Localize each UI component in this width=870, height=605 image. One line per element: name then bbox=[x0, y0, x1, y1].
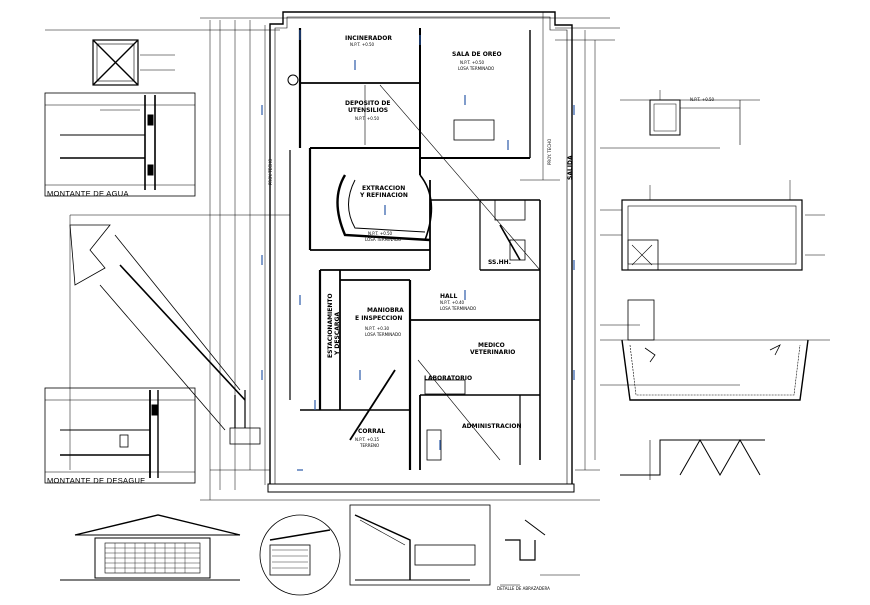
label-medico-2: VETERINARIO bbox=[470, 349, 515, 356]
room-labels: INCINERADOR N.P.T. +0.50 SALA DE OREO N.… bbox=[268, 35, 715, 448]
label-ss: SS.HH. bbox=[488, 259, 511, 266]
label-estacionamiento-2: Y DESCARGA bbox=[334, 312, 341, 356]
top-left-legend bbox=[92, 39, 175, 86]
label-corral-note: TERRENO bbox=[359, 443, 379, 448]
label-deposito-npt: N.P.T. +0.50 bbox=[355, 116, 380, 121]
montante-agua-title: MONTANTE DE AGUA bbox=[47, 189, 129, 198]
label-incinerador: INCINERADOR bbox=[345, 35, 392, 42]
bottom-section-detail bbox=[349, 504, 491, 586]
pipe-markers bbox=[261, 30, 575, 471]
label-sala-oreo-npt: N.P.T. +0.50 bbox=[460, 60, 485, 65]
label-medico-1: MEDICO bbox=[478, 342, 505, 349]
label-estacionamiento-1: ESTACIONAMIENTO bbox=[327, 293, 334, 358]
montante-desague-title: MONTANTE DE DESAGUE bbox=[47, 476, 146, 485]
right-tank-section bbox=[600, 299, 830, 401]
bottom-elevation bbox=[60, 514, 241, 581]
label-hall-npt: N.P.T. +0.40 bbox=[440, 300, 465, 305]
montante-desague-detail bbox=[44, 387, 196, 484]
label-deposito-2: UTENSILIOS bbox=[348, 107, 388, 114]
label-hall: HALL bbox=[440, 293, 457, 300]
label-maniobra-npt: N.P.T. +0.30 bbox=[365, 326, 390, 331]
label-maniobra-2: E INSPECCION bbox=[355, 315, 402, 322]
main-floor-plan bbox=[267, 11, 575, 493]
label-proy-techo-left: PROY. TECHO bbox=[268, 159, 273, 185]
label-npt-top-right: N.P.T. +0.50 bbox=[690, 97, 715, 102]
right-detail-small bbox=[600, 90, 760, 149]
dimension-lines bbox=[45, 12, 620, 501]
label-maniobra-1: MANIOBRA bbox=[367, 307, 404, 314]
label-administracion: ADMINISTRACION bbox=[462, 423, 522, 430]
right-tank-plan bbox=[600, 180, 825, 271]
access-ramp bbox=[69, 224, 261, 445]
label-sala-oreo-note: LOSA TERMINADO bbox=[458, 66, 494, 71]
label-laboratorio: LABORATORIO bbox=[424, 375, 472, 382]
label-hall-note: LOSA TERMINADO bbox=[440, 306, 476, 311]
label-maniobra-note: LOSA TERMINADO bbox=[365, 332, 401, 337]
label-corral: CORRAL bbox=[358, 428, 385, 435]
label-corral-npt: N.P.T. +0.15 bbox=[355, 437, 380, 442]
label-incinerador-npt: N.P.T. +0.50 bbox=[350, 42, 375, 47]
label-proy-techo-right: PROY. TECHO bbox=[547, 139, 552, 165]
label-salida: SALIDA bbox=[567, 155, 574, 180]
label-sala-oreo: SALA DE OREO bbox=[452, 51, 502, 58]
label-extraccion-1: EXTRACCION bbox=[362, 185, 405, 192]
label-extraccion-2: Y REFINACION bbox=[359, 192, 408, 199]
right-gutter-profile bbox=[620, 438, 765, 480]
abrazadera-detail bbox=[500, 519, 580, 586]
label-extraccion-npt: N.P.T. +0.50 bbox=[368, 231, 393, 236]
bottom-round-detail bbox=[259, 514, 341, 596]
montante-agua-detail bbox=[44, 92, 196, 197]
abrazadera-title: DETALLE DE ABRAZADERA bbox=[497, 586, 550, 591]
label-deposito-1: DEPOSITO DE bbox=[345, 100, 391, 107]
label-extraccion-note: LOSA TERMINADO bbox=[365, 237, 401, 242]
